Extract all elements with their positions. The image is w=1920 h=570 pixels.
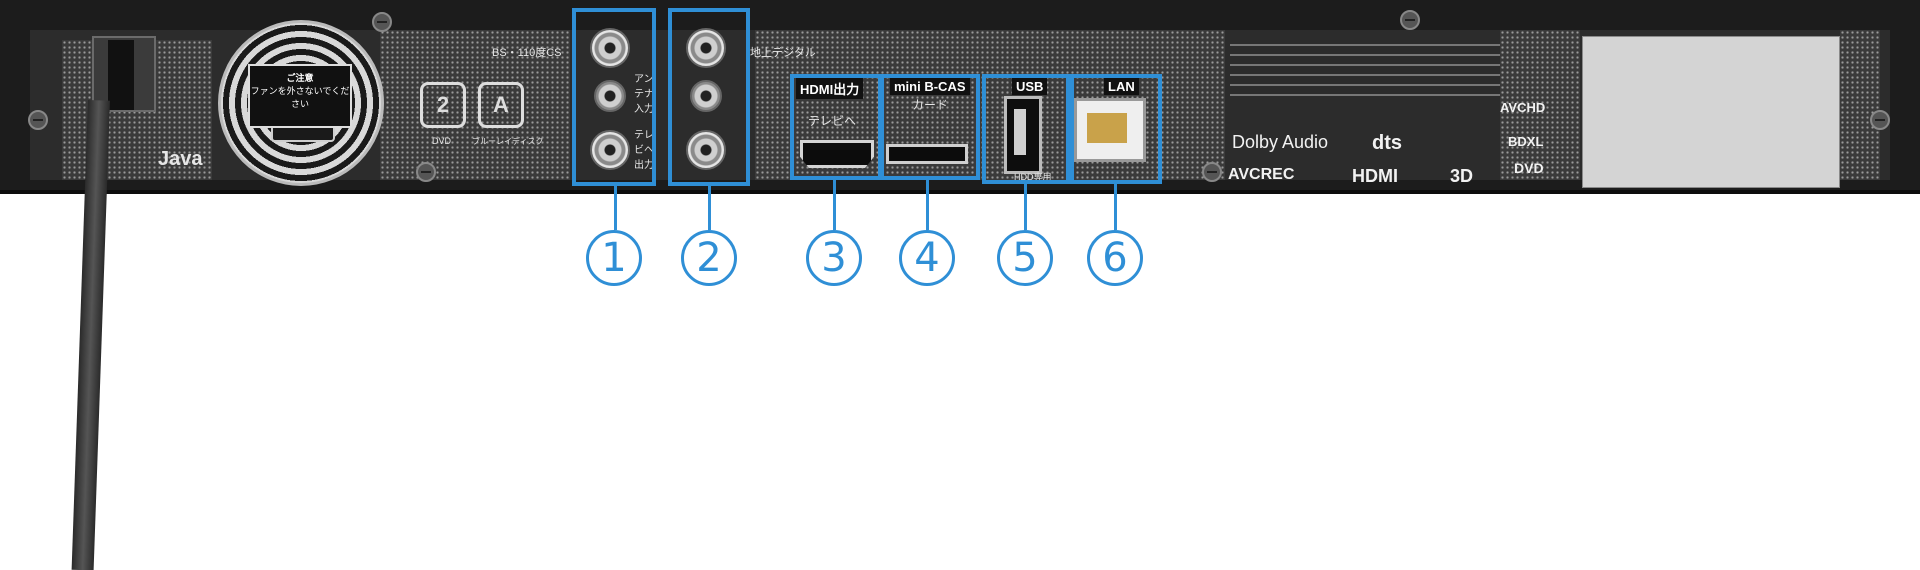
bs-cs-label: BS・110度CS	[492, 47, 562, 59]
screw-top-center	[1400, 10, 1420, 30]
bd-caption: ブルーレイディスク	[472, 137, 544, 146]
callout-1: 1	[586, 230, 642, 286]
bdxl-logo: BDXL	[1508, 134, 1544, 149]
license-text-block	[1230, 44, 1500, 104]
hdmi-logo: HDMI	[1352, 166, 1398, 186]
dvd-logo: DVD	[1514, 160, 1544, 176]
leader-line-3	[833, 180, 836, 230]
callout-4: 4	[899, 230, 955, 286]
blank-cover-plate	[1582, 36, 1840, 188]
antenna-in-label: アンテナ入力	[634, 74, 654, 115]
highlight-box-6	[1070, 74, 1162, 184]
bs-cs-antenna-out-connector[interactable]	[590, 130, 630, 170]
screw-left	[28, 110, 48, 130]
screw-right	[1870, 110, 1890, 130]
bs-cs-antenna-middle-connector[interactable]	[594, 80, 626, 112]
hdmi-sub-label: テレビへ	[808, 114, 857, 128]
leader-line-6	[1114, 184, 1117, 230]
lan-header: LAN	[1104, 78, 1139, 95]
avchd-logo: AVCHD	[1500, 100, 1546, 115]
terrestrial-antenna-out-connector[interactable]	[686, 130, 726, 170]
bcas-header: mini B-CAS	[890, 78, 970, 95]
fan-warning-text: ファンを外さないでください	[250, 86, 350, 109]
leader-line-4	[926, 180, 929, 230]
dvd-caption: DVD	[432, 136, 452, 146]
hdmi-output-port[interactable]	[800, 140, 874, 168]
vent-mesh-center	[755, 30, 1225, 180]
vent-mesh-mid	[380, 30, 570, 180]
usb-sub-label: HDD専用	[1014, 172, 1052, 182]
terrestrial-label: 地上デジタル	[750, 47, 816, 59]
bd-region-icon: A	[478, 82, 524, 128]
bs-cs-antenna-in-connector[interactable]	[590, 28, 630, 68]
highlight-box-3	[790, 74, 882, 180]
java-logo: Java	[158, 148, 203, 170]
callout-6: 6	[1087, 230, 1143, 286]
usb-header: USB	[1012, 78, 1048, 95]
callout-3: 3	[806, 230, 862, 286]
vent-mesh-far-right	[1840, 30, 1880, 180]
terrestrial-antenna-middle-connector[interactable]	[690, 80, 722, 112]
bcas-sub-label: カード	[912, 98, 949, 112]
hdmi-header: HDMI出力	[796, 78, 864, 99]
bcas-card-slot[interactable]	[886, 144, 968, 164]
highlight-box-4	[880, 74, 980, 180]
vent-mesh-right	[1500, 30, 1580, 180]
callout-5: 5	[997, 230, 1053, 286]
usb-port[interactable]	[1004, 96, 1042, 174]
screw-small	[416, 162, 436, 182]
fan-warning-title: ご注意	[286, 73, 314, 83]
screw-bottom-center	[1202, 162, 1222, 182]
highlight-box-2	[668, 8, 750, 186]
callout-2: 2	[681, 230, 737, 286]
avcrec-logo: AVCREC	[1228, 166, 1295, 183]
region-code-icon: 2	[420, 82, 466, 128]
lan-port[interactable]	[1074, 98, 1146, 162]
3d-logo: 3D	[1450, 166, 1474, 186]
usb-port-inner	[1014, 109, 1026, 155]
dolby-audio-logo: Dolby Audio	[1232, 132, 1329, 152]
fan-warning-label: ご注意 ファンを外さないでください	[248, 64, 352, 128]
leader-line-1	[614, 186, 617, 230]
dts-logo: dts	[1372, 132, 1402, 154]
highlight-box-5	[982, 74, 1070, 184]
screw-top-left	[372, 12, 392, 32]
terrestrial-antenna-in-connector[interactable]	[686, 28, 726, 68]
license-text-lines	[1230, 44, 1500, 104]
antenna-out-label: テレビへ出力	[634, 130, 654, 171]
highlight-box-1	[572, 8, 656, 186]
leader-line-5	[1024, 184, 1027, 230]
lan-port-inner	[1087, 113, 1127, 143]
power-plug	[108, 40, 134, 110]
leader-line-2	[708, 186, 711, 230]
